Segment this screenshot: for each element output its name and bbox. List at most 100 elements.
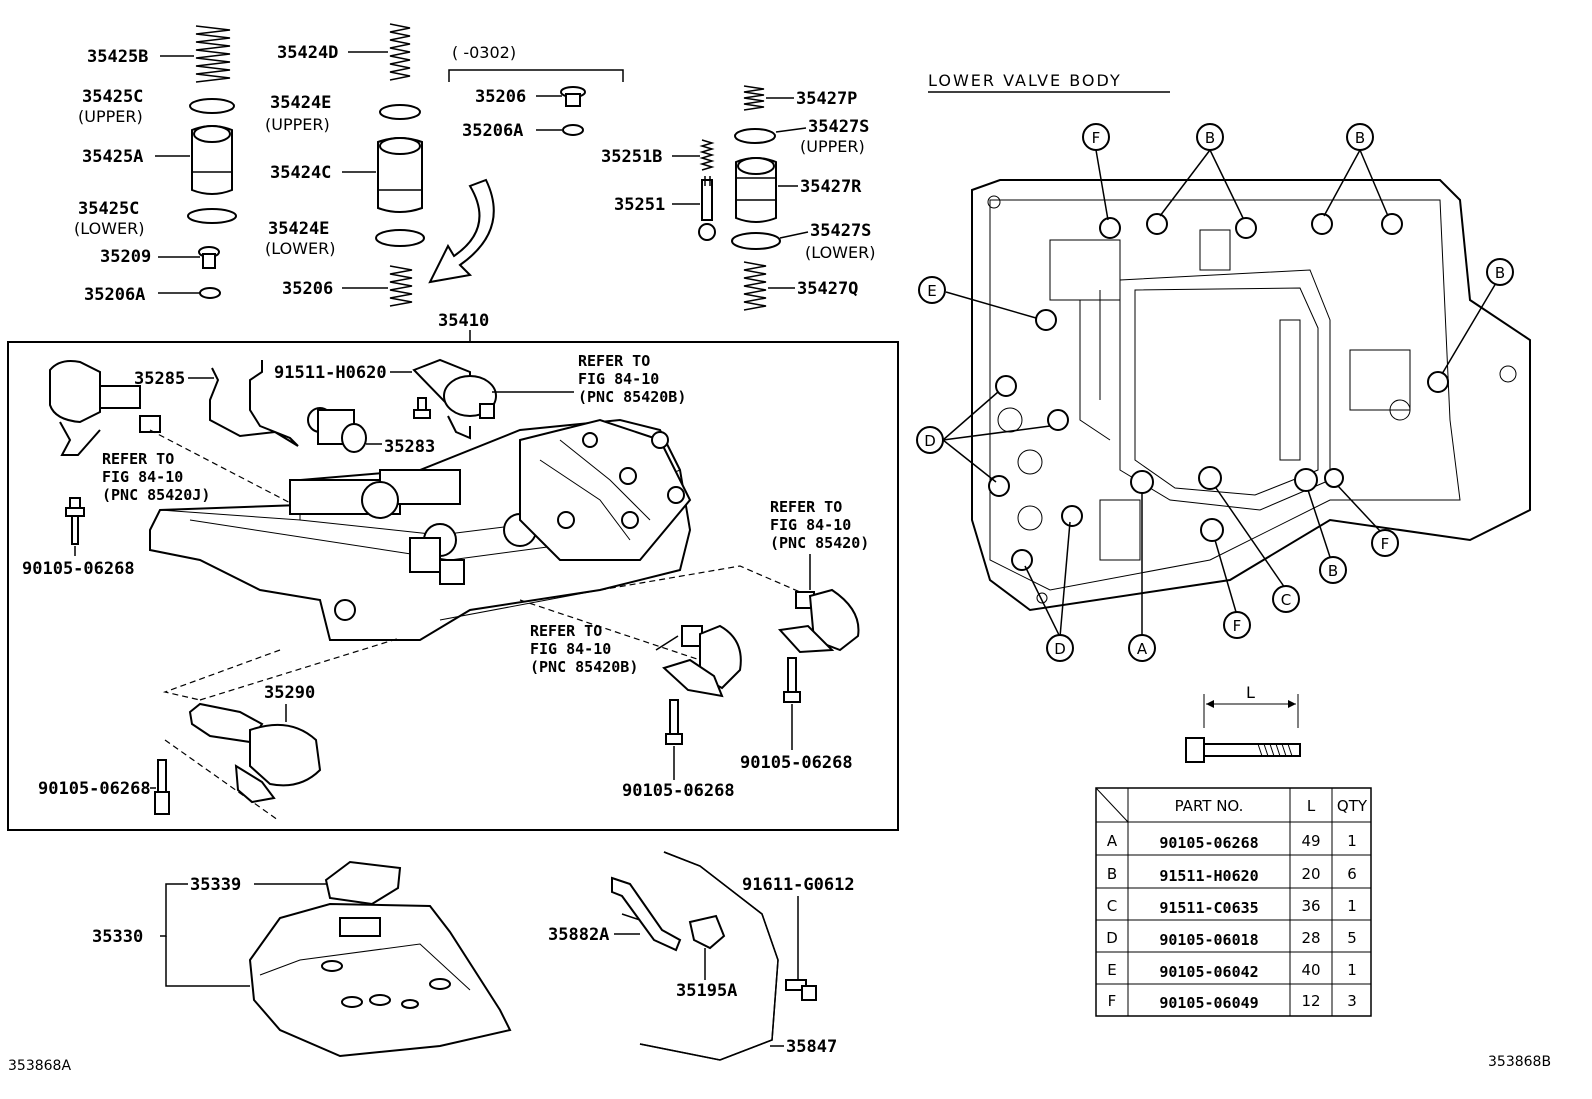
label-35847: 35847 [786,1037,837,1057]
callout-D-2: D [1054,640,1066,658]
bolt-small-top [413,397,431,419]
callout-E: E [927,282,936,300]
label-91611: 91611-G0612 [742,875,855,895]
table-row: C 91511-C0635 36 1 [1107,897,1357,917]
table-cell: E [1107,961,1116,979]
label-35206-low: 35206 [282,279,333,299]
table-cell: A [1107,832,1118,850]
table-cell: 5 [1347,929,1357,947]
table-header-partno: PART NO. [1175,797,1244,815]
table-row: E 90105-06042 40 1 [1107,961,1357,981]
table-cell: 40 [1301,961,1320,979]
valve-35251 [698,176,716,241]
callout-F-2: F [1233,617,1242,635]
table-row: D 90105-06018 28 5 [1106,929,1357,949]
label-35427R: 35427R [800,177,862,197]
table-cell: 1 [1347,961,1357,979]
ref-4-line2: FIG 84-10 [530,640,611,658]
ref-1-line3: (PNC 85420B) [578,388,686,406]
label-35206A-mid: 35206A [462,121,523,141]
clip-35206A-left [199,287,221,299]
pipe-35882A [611,876,682,952]
sleeve-35425A [191,125,233,195]
oring-35424E-upper [379,104,421,120]
label-90105-c: 90105-06268 [740,753,853,773]
ref-3-line1: REFER TO [770,498,842,516]
oring-35425C-upper [189,98,235,114]
ref-3-line3: (PNC 85420) [770,534,869,552]
strainer-35330 [248,902,512,1058]
table-row: F 90105-06049 12 3 [1108,992,1357,1012]
label-upper-1: (UPPER) [78,107,143,126]
callout-B-3: B [1495,264,1505,282]
callout-F-3: F [1381,535,1390,553]
oring-35424E-lower [375,229,425,247]
label-35251B: 35251B [601,147,662,167]
gasket-35339 [324,860,402,906]
solenoid-right-upper [777,588,860,654]
label-lower-1: (LOWER) [74,219,144,238]
table-row: B 91511-H0620 20 6 [1107,865,1357,885]
label-35339: 35339 [190,875,241,895]
ref-2-line2: FIG 84-10 [102,468,183,486]
solenoid-top-center [412,358,497,440]
label-90105-d: 90105-06268 [38,779,151,799]
label-35424D: 35424D [277,43,338,63]
callout-A: A [1137,640,1148,658]
bolt-90105-d [154,759,170,815]
label-35427S-lower: 35427S [810,221,871,241]
footer-right-code: 353868B [1488,1054,1551,1070]
label-35206A-left: 35206A [84,285,145,305]
table-cell: 90105-06268 [1159,834,1258,852]
label-35206-top: 35206 [475,87,526,107]
solenoid-top-left [49,360,161,456]
table-cell: 20 [1301,865,1320,883]
lower-valve-body-plate [971,179,1531,612]
label-35425B: 35425B [87,47,148,67]
ref-2-line1: REFER TO [102,450,174,468]
table-cell: 49 [1301,832,1320,850]
callout-B-2: B [1355,129,1365,147]
label-lower-3: (LOWER) [805,243,875,262]
label-35427P: 35427P [796,89,857,109]
ref-4-line1: REFER TO [530,622,602,640]
clamp-35195A [688,914,726,950]
plug-35206-top [560,86,586,107]
clip-35206A-mid [562,124,584,136]
valve-body-35410 [149,418,692,641]
label-35251: 35251 [614,195,665,215]
oring-35427S-lower [731,232,781,250]
label-35410: 35410 [438,311,489,331]
solenoid-right-lower [662,624,742,698]
parts-table [1095,787,1372,1017]
label-35425C-lower: 35425C [78,199,139,219]
sleeve-35424C [377,137,423,213]
label-35209: 35209 [100,247,151,267]
solenoid-35290 [188,702,322,804]
pipe-35847 [639,851,779,1061]
sleeve-35427R [735,157,777,223]
callout-B-1: B [1205,129,1215,147]
spring-35427Q [743,261,767,311]
spring-35425B [195,25,231,83]
table-cell: 1 [1347,897,1357,915]
bracket-35285 [209,360,299,447]
label-lower-2: (LOWER) [265,239,335,258]
table-cell: 90105-06018 [1159,931,1258,949]
table-cell: 28 [1301,929,1320,947]
date-note: ( -0302) [452,43,516,62]
table-row: A 90105-06268 49 1 [1107,832,1357,852]
label-35427S-upper: 35427S [808,117,869,137]
label-91511: 91511-H0620 [274,363,387,383]
table-cell: F [1108,992,1117,1010]
label-35424C: 35424C [270,163,331,183]
table-cell: D [1106,929,1118,947]
label-90105-b: 90105-06268 [622,781,735,801]
label-upper-2: (UPPER) [265,115,330,134]
ref-1-line1: REFER TO [578,352,650,370]
spring-35427P [743,85,765,111]
table-cell: 1 [1347,832,1357,850]
table-cell: C [1107,897,1117,915]
bolt-dimension: L [1185,683,1301,763]
